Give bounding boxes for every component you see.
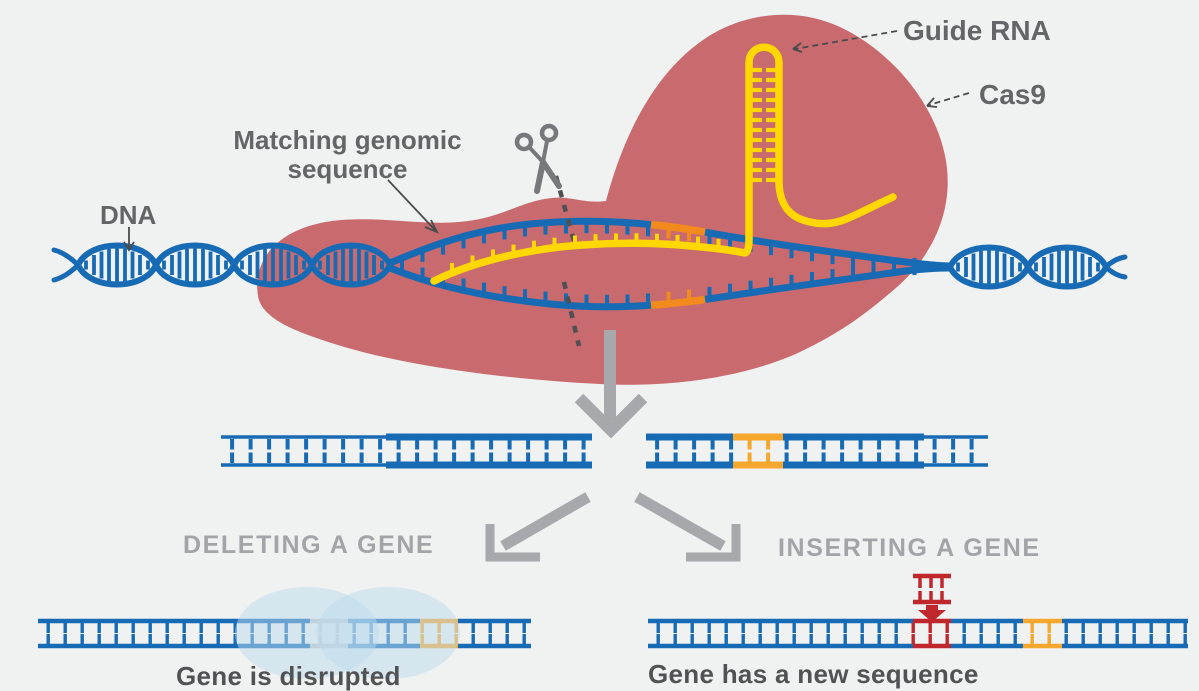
helix-strand (1025, 265, 1109, 290)
helix-strand (153, 263, 237, 288)
insert-arrow-icon (918, 605, 946, 622)
gene-disrupted-caption: Gene is disrupted (176, 661, 401, 691)
dna-helix-open-ends (51, 247, 1128, 283)
guide-rna-hairpin-rungs (752, 67, 776, 183)
helix-strand (947, 265, 1031, 290)
pam-orange-segments (650, 220, 706, 309)
deleting-a-gene-heading: DELETING A GENE (183, 531, 435, 559)
matching-sequence-line2: sequence (287, 154, 408, 185)
dna-base-ticks (400, 223, 917, 305)
inserted-gene-strand (648, 618, 1188, 649)
dna-helix-right (947, 244, 1109, 290)
cas9-label: Cas9 (979, 79, 1046, 110)
dna-label: DNA (100, 200, 157, 230)
cas9-protein-body (257, 14, 948, 385)
branch-arrow-left-icon (500, 492, 591, 551)
dna-helix-left (75, 242, 393, 288)
branch-arrow-right-icon (686, 524, 741, 562)
inserting-a-gene-heading: INSERTING A GENE (778, 534, 1041, 562)
cas9-pointer-arrow (928, 92, 970, 106)
helix-strand (231, 242, 315, 267)
down-arrow-icon (574, 330, 648, 439)
branch-arrows (485, 492, 741, 562)
matching-pointer-arrow (387, 179, 439, 234)
cut-fragment-right (646, 433, 988, 469)
branch-arrow-right-icon (634, 492, 726, 551)
helix-strand (309, 242, 393, 267)
branch-arrow-left-icon (485, 524, 540, 562)
guide-rna-base-ticks (450, 233, 721, 271)
guide-rna-label: Guide RNA (903, 15, 1051, 46)
pam-segment (650, 295, 706, 309)
dna-pointer-arrow (123, 227, 135, 252)
scissors-icon (514, 123, 562, 194)
helix-strand (75, 242, 159, 267)
helix-strand (309, 263, 393, 288)
helix-strand (75, 263, 159, 288)
helix-strand (153, 242, 237, 267)
matching-sequence-line1: Matching genomic (233, 125, 462, 155)
guide-rna-pointer-arrow (794, 30, 898, 50)
gene-new-sequence-caption: Gene has a new sequence (648, 659, 979, 689)
guide-rna-strand (430, 43, 897, 285)
pam-segment (650, 220, 706, 236)
insert-dna-fragment (913, 573, 951, 622)
disruption-highlight (235, 587, 460, 679)
helix-strand (1025, 244, 1109, 269)
guide-rna-pointer-head (792, 42, 803, 53)
cas9-pointer-head (926, 97, 938, 108)
dashed-cut-line (553, 175, 582, 347)
helix-strand (231, 263, 315, 288)
helix-strand (947, 244, 1031, 269)
label-arrows (123, 30, 970, 252)
matching-sequence-label: Matching genomic sequence (225, 125, 470, 185)
cut-fragment-left (221, 433, 592, 469)
